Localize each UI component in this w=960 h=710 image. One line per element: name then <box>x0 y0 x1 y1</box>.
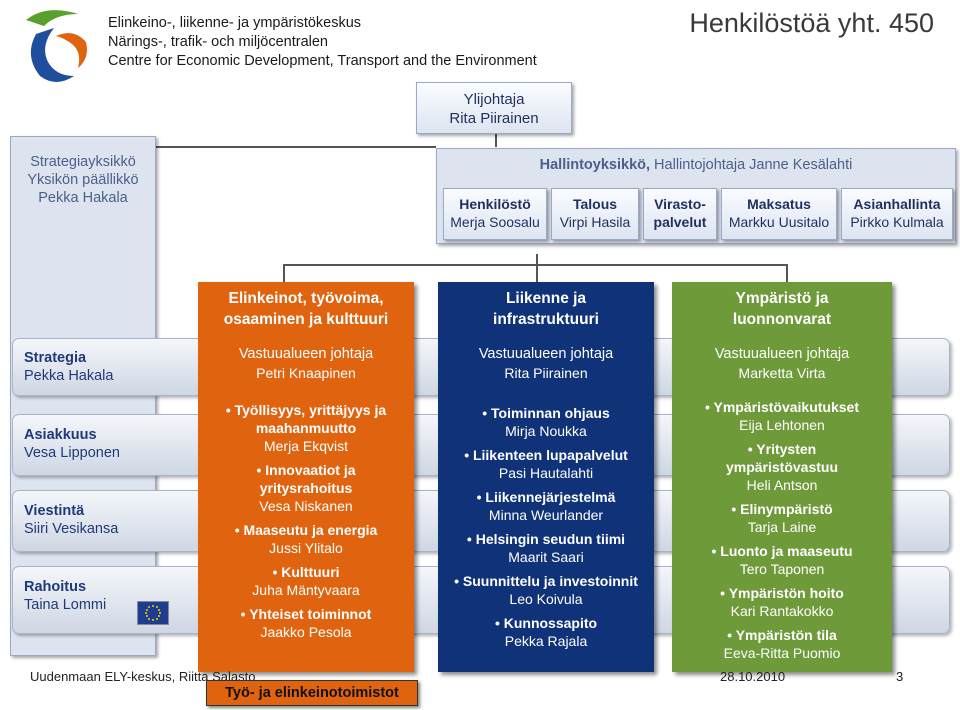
column-header-line: Elinkeinot, työvoima, <box>228 290 384 307</box>
org-name-sv: Närings-, trafik- och miljöcentralen <box>108 34 328 50</box>
list-item: • Luonto ja maaseutu Tero Taponen <box>711 543 853 577</box>
subunit-asianhallinta: Asianhallinta Pirkko Kulmala <box>841 188 953 240</box>
list-item: • Ympäristövaikutukset Eija Lehtonen <box>704 399 860 433</box>
subunit-virastopalvelut: Virasto- palvelut <box>643 188 717 240</box>
column-header-line: Ympäristö ja <box>735 290 829 307</box>
lead-title: Vastuualueen johtaja <box>714 346 850 362</box>
list-item: • Yritysten ympäristövastuu Heli Antson <box>725 441 839 493</box>
page-number: 3 <box>896 669 904 684</box>
strategy-unit-title: Strategiayksikkö <box>30 154 136 170</box>
subunit-henkilosto: Henkilöstö Merja Soosalu <box>443 188 547 240</box>
eu-flag-icon <box>137 601 169 625</box>
list-item: • Helsingin seudun tiimi Maarit Saari <box>466 531 626 565</box>
footer-source: Uudenmaan ELY-keskus, Riitta Salasto <box>30 669 256 684</box>
column-ymparisto: Ympäristö ja luonnonvarat Vastuualueen j… <box>672 282 892 672</box>
org-name-fi: Elinkeino-, liikenne- ja ympäristökeskus <box>108 15 362 31</box>
director-title: Ylijohtaja <box>463 91 525 108</box>
column-header-line: Liikenne ja <box>505 290 587 307</box>
list-item: • Ympäristön tila Eeva-Ritta Puomio <box>723 627 841 661</box>
list-item: • Elinympäristö Tarja Laine <box>731 501 833 535</box>
lead-title: Vastuualueen johtaja <box>478 346 614 362</box>
column-header-line: infrastruktuuri <box>493 311 599 328</box>
ely-logo <box>16 6 98 84</box>
org-name-en: Centre for Economic Development, Transpo… <box>108 53 537 69</box>
column-liikenne: Liikenne ja infrastruktuuri Vastuualueen… <box>438 282 654 672</box>
lead-name: Petri Knaapinen <box>256 365 356 381</box>
employment-offices-box: Työ- ja elinkeinotoimistot <box>206 680 418 706</box>
list-item: • Maaseutu ja energia Jussi Ylitalo <box>234 522 378 556</box>
lead-name: Marketta Virta <box>738 365 826 381</box>
list-item: • Kunnossapito Pekka Rajala <box>494 615 598 649</box>
lead-title: Vastuualueen johtaja <box>238 346 374 362</box>
list-item: • Toiminnan ohjaus Mirja Noukka <box>482 405 610 439</box>
list-item: • Yhteiset toiminnot Jaakko Pesola <box>240 606 372 640</box>
list-item: • Työllisyys, yrittäjyys ja maahanmuutto… <box>225 402 387 454</box>
column-elinkeinot: Elinkeinot, työvoima, osaaminen ja kultt… <box>198 282 414 672</box>
list-item: • Liikennejärjestelmä Minna Weurlander <box>476 489 616 523</box>
strategy-unit-role: Yksikön päällikkö <box>27 172 139 188</box>
director-name: Rita Piirainen <box>449 110 539 127</box>
list-item: • Liikenteen lupapalvelut Pasi Hautalaht… <box>464 447 628 481</box>
list-item: • Kulttuuri Juha Mäntyvaara <box>252 564 360 598</box>
subunit-maksatus: Maksatus Markku Uusitalo <box>721 188 837 240</box>
strategy-unit-head: Pekka Hakala <box>38 190 128 206</box>
list-item: • Innovaatiot ja yritysrahoitus Vesa Nis… <box>256 462 356 514</box>
admin-unit-title: Hallintoyksikkö, Hallintojohtaja Janne K… <box>539 157 853 173</box>
column-header-line: osaaminen ja kulttuuri <box>223 311 389 328</box>
column-header-line: luonnonvarat <box>732 311 832 328</box>
subunit-talous: Talous Virpi Hasila <box>551 188 639 240</box>
list-item: • Suunnittelu ja investoinnit Leo Koivul… <box>454 573 638 607</box>
footer-date: 28.10.2010 <box>720 669 786 684</box>
director-box: Ylijohtaja Rita Piirainen <box>416 82 572 134</box>
lead-name: Rita Piirainen <box>504 365 588 381</box>
list-item: • Ympäristön hoito Kari Rantakokko <box>720 585 844 619</box>
slide-title: Henkilöstöä yht. 450 <box>689 8 934 38</box>
